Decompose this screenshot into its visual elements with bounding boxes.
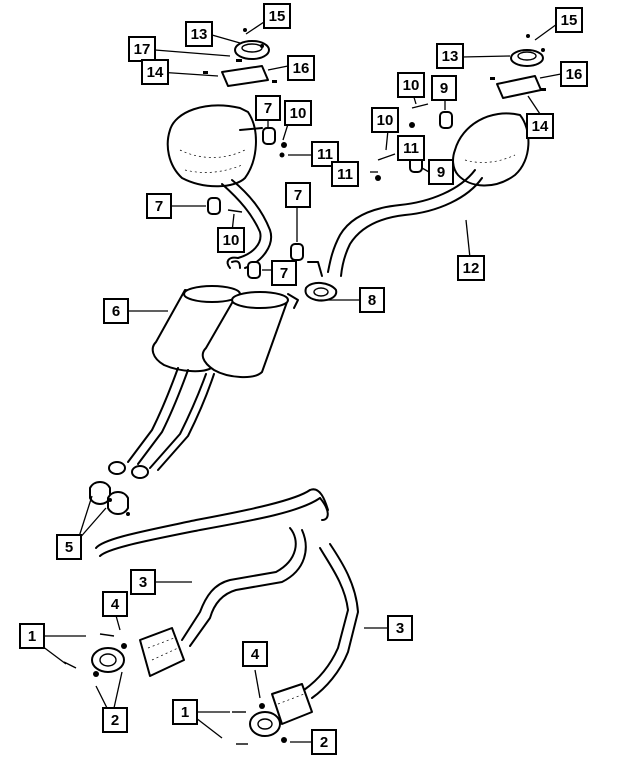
- right-rear-muffler: [327, 112, 530, 277]
- callout-16-right: 16: [560, 61, 588, 87]
- callout-8: 8: [359, 287, 385, 313]
- right-hanger-bracket-assembly: [490, 34, 546, 99]
- svg-text:13: 13: [442, 48, 459, 65]
- callout-4-right: 4: [242, 641, 268, 667]
- svg-text:11: 11: [403, 140, 419, 157]
- svg-text:2: 2: [320, 734, 328, 751]
- svg-text:5: 5: [65, 539, 73, 556]
- gasket: [304, 261, 338, 302]
- callout-10-right-upper: 10: [397, 72, 425, 98]
- svg-text:17: 17: [134, 41, 151, 58]
- svg-text:4: 4: [111, 596, 120, 613]
- callout-9-upper: 9: [431, 75, 457, 101]
- svg-text:14: 14: [532, 118, 549, 135]
- callout-7-upper: 7: [255, 95, 281, 121]
- svg-text:11: 11: [317, 146, 333, 163]
- svg-text:10: 10: [290, 105, 307, 122]
- callout-13-left: 13: [185, 21, 213, 47]
- svg-text:9: 9: [440, 80, 448, 97]
- left-catalytic-converter-pipe: [63, 527, 307, 677]
- callout-10-upper-left: 10: [284, 100, 312, 126]
- callout-7-left: 7: [146, 193, 172, 219]
- svg-text:13: 13: [191, 26, 208, 43]
- callout-13-right: 13: [436, 43, 464, 69]
- callout-2-right: 2: [311, 729, 337, 755]
- leader-lines: [41, 21, 562, 743]
- svg-text:7: 7: [264, 100, 272, 117]
- svg-text:14: 14: [147, 64, 164, 81]
- left-rear-muffler: [166, 104, 273, 269]
- callout-1-right: 1: [172, 699, 198, 725]
- callout-14-left: 14: [141, 59, 169, 85]
- isolators: [207, 111, 453, 279]
- callout-10-lower-left: 10: [217, 227, 245, 253]
- right-catalytic-converter-pipe: [232, 543, 359, 745]
- svg-text:10: 10: [403, 77, 420, 94]
- callout-11-left: 11: [311, 141, 339, 167]
- svg-text:10: 10: [223, 232, 240, 249]
- fasteners: [227, 103, 429, 213]
- svg-text:10: 10: [377, 112, 394, 129]
- callout-7-lower: 7: [271, 260, 297, 286]
- svg-text:12: 12: [463, 260, 480, 277]
- callout-15-right: 15: [555, 7, 583, 33]
- svg-text:11: 11: [337, 166, 353, 183]
- svg-text:9: 9: [437, 164, 445, 181]
- callout-4-left: 4: [102, 591, 128, 617]
- center-muffler-assembly: [108, 256, 299, 479]
- callout-2-left: 2: [102, 707, 128, 733]
- svg-text:8: 8: [368, 292, 376, 309]
- callout-11-right-lower: 11: [331, 161, 359, 187]
- callout-9-lower: 9: [428, 159, 454, 185]
- clamps: [89, 481, 130, 516]
- callout-17: 17: [128, 36, 156, 62]
- svg-text:1: 1: [181, 704, 189, 721]
- intermediate-pipe: [95, 488, 329, 557]
- svg-text:16: 16: [293, 60, 310, 77]
- callout-3-right: 3: [387, 615, 413, 641]
- callout-1-left: 1: [19, 623, 45, 649]
- svg-text:7: 7: [155, 198, 163, 215]
- svg-text:7: 7: [294, 187, 302, 204]
- callout-10-right-lower: 10: [371, 107, 399, 133]
- svg-text:1: 1: [28, 628, 36, 645]
- svg-text:3: 3: [396, 620, 404, 637]
- svg-text:16: 16: [566, 66, 583, 83]
- callout-5: 5: [56, 534, 82, 560]
- callout-11-right-upper: 11: [397, 135, 425, 161]
- callout-12: 12: [457, 255, 485, 281]
- svg-text:3: 3: [139, 574, 147, 591]
- svg-text:7: 7: [280, 265, 288, 282]
- callout-6: 6: [103, 298, 129, 324]
- callout-16-left: 16: [287, 55, 315, 81]
- callout-3-left: 3: [130, 569, 156, 595]
- svg-text:15: 15: [561, 12, 578, 29]
- callout-14-right: 14: [526, 113, 554, 139]
- svg-text:6: 6: [112, 303, 120, 320]
- left-hanger-bracket-assembly: [203, 28, 277, 87]
- svg-text:15: 15: [269, 8, 286, 25]
- svg-text:2: 2: [111, 712, 119, 729]
- callout-15-left: 15: [263, 3, 291, 29]
- callout-7-middle: 7: [285, 182, 311, 208]
- svg-text:4: 4: [251, 646, 260, 663]
